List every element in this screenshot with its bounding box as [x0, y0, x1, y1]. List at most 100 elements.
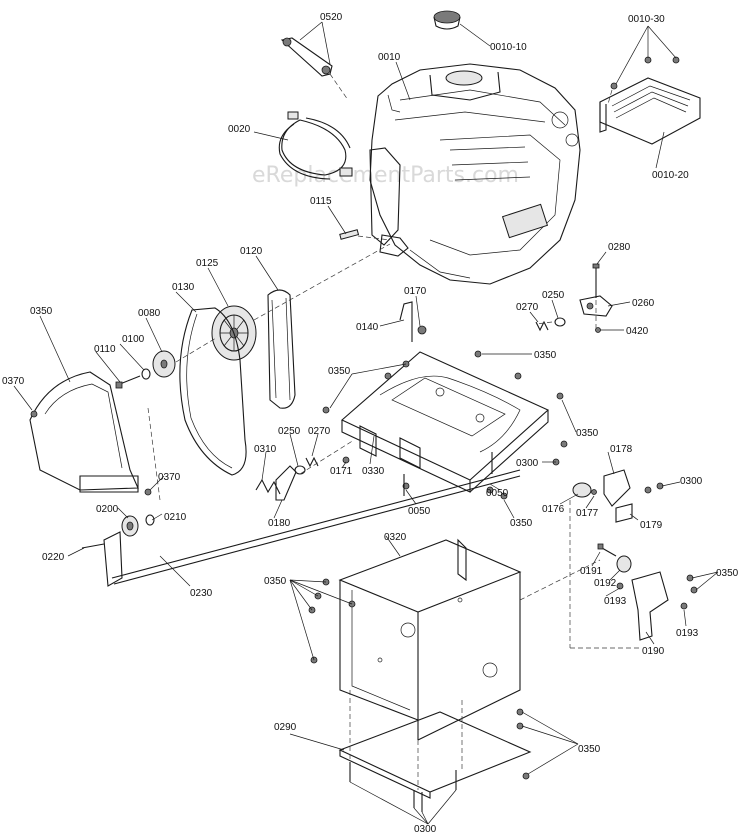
watermark-text: eReplacementParts.com — [252, 163, 519, 188]
label-0170: 0170 — [404, 286, 427, 297]
label-0220: 0220 — [42, 552, 65, 563]
idler-arm-0180 — [275, 465, 297, 501]
label-0250-upper: 0250 — [542, 290, 565, 301]
bracket-0179 — [615, 503, 633, 523]
shoulder-bolt-0280 — [592, 263, 600, 298]
fuel-cap — [433, 10, 461, 30]
bushing-0192 — [616, 555, 632, 573]
nut-0193a — [616, 582, 624, 590]
label-0350-housing: 0350 — [264, 576, 287, 587]
engine-shroud-plate — [599, 77, 701, 145]
label-0177: 0177 — [576, 508, 599, 519]
engine-mount-frame — [341, 351, 549, 493]
bolts-0350-handle — [686, 574, 698, 594]
idler-pulley — [152, 350, 176, 378]
label-0110: 0110 — [94, 344, 116, 355]
pin-0177 — [591, 489, 597, 495]
label-0100: 0100 — [122, 334, 145, 345]
label-0350-cover: 0350 — [30, 306, 53, 317]
label-0125: 0125 — [196, 258, 219, 269]
label-0192: 0192 — [594, 578, 617, 589]
spring-0270-upper — [535, 320, 549, 332]
assembly-dashed-lines — [147, 73, 640, 790]
label-0290: 0290 — [274, 722, 297, 733]
belt-cover — [29, 371, 139, 493]
cable-guide-rod — [399, 301, 413, 342]
leader-lines — [13, 21, 719, 825]
spring-0270-lower — [305, 456, 319, 468]
label-0350-handle: 0350 — [716, 568, 739, 579]
label-0370-upper: 0370 — [2, 376, 25, 387]
label-0191: 0191 — [580, 566, 603, 577]
label-0193-right: 0193 — [676, 628, 699, 639]
label-0050-left: 0050 — [408, 506, 431, 517]
label-0171: 0171 — [330, 466, 353, 477]
label-0350-bottom: 0350 — [578, 744, 601, 755]
bottom-plate-0290 — [338, 711, 532, 799]
label-0280: 0280 — [608, 242, 631, 253]
engine — [369, 63, 581, 285]
handle-0190 — [631, 571, 669, 641]
part-labels: 0520 0010 0010-10 0010-30 0020 0010-20 0… — [2, 12, 739, 835]
label-0230: 0230 — [190, 588, 213, 599]
extension-cord — [278, 111, 353, 180]
label-0520: 0520 — [320, 12, 343, 23]
label-0330: 0330 — [362, 466, 385, 477]
hex-nut-0170 — [417, 325, 427, 335]
label-0120: 0120 — [240, 246, 263, 257]
frame-bolt-0350-row — [322, 350, 564, 414]
label-0350-frame-right: 0350 — [534, 350, 557, 361]
label-0350-frame-left: 0350 — [328, 366, 351, 377]
label-0190: 0190 — [642, 646, 665, 657]
pulley-washer — [141, 368, 151, 380]
label-0300-right: 0300 — [680, 476, 703, 487]
belt-cover-screw-0370b — [144, 488, 152, 496]
label-0250-lower: 0250 — [278, 426, 301, 437]
label-0270-lower: 0270 — [308, 426, 331, 437]
lever-0178 — [603, 469, 631, 507]
label-0320: 0320 — [384, 532, 407, 543]
label-0370-lower: 0370 — [158, 472, 181, 483]
cam-disc-0176 — [572, 482, 592, 498]
v-belt — [179, 307, 247, 476]
label-0200: 0200 — [96, 504, 119, 515]
label-0179: 0179 — [640, 520, 663, 531]
label-0193-left: 0193 — [604, 596, 627, 607]
label-0010-20: 0010-20 — [652, 170, 689, 181]
label-0300-mid: 0300 — [516, 458, 539, 469]
label-0130: 0130 — [172, 282, 195, 293]
label-0010-30: 0010-30 — [628, 14, 665, 25]
label-0010-10: 0010-10 — [490, 42, 527, 53]
bolts-0050 — [403, 452, 493, 496]
label-0010: 0010 — [378, 52, 401, 63]
washer-0250-lower — [294, 465, 306, 475]
label-0420: 0420 — [626, 326, 649, 337]
washer-0210 — [145, 514, 155, 526]
belt-cover-screw-0370a — [30, 410, 38, 418]
label-0350-frame-lower: 0350 — [576, 428, 599, 439]
label-0210: 0210 — [164, 512, 187, 523]
label-0260: 0260 — [632, 298, 655, 309]
label-0115: 0115 — [310, 196, 332, 207]
label-0270-upper: 0270 — [516, 302, 539, 313]
shroud-screws — [610, 56, 680, 90]
bottom-bolts-0300 — [349, 762, 457, 812]
label-0020: 0020 — [228, 124, 251, 135]
washer-0250-upper — [554, 317, 566, 327]
pivot-bracket-0260 — [579, 295, 613, 317]
label-0178: 0178 — [610, 444, 633, 455]
drive-shaft-0230 — [111, 469, 521, 585]
frame-housing-0320 — [338, 538, 522, 741]
drive-belt-toothed — [267, 289, 296, 409]
label-0050-right: 0050 — [486, 488, 509, 499]
bolt-0191 — [597, 543, 617, 557]
label-0140: 0140 — [356, 322, 379, 333]
label-0300-bottom: 0300 — [414, 824, 437, 835]
crankshaft-key — [339, 229, 360, 240]
label-0180: 0180 — [268, 518, 291, 529]
pulley-0200 — [121, 515, 139, 537]
label-0080: 0080 — [138, 308, 161, 319]
pulley-bolt — [115, 375, 141, 389]
